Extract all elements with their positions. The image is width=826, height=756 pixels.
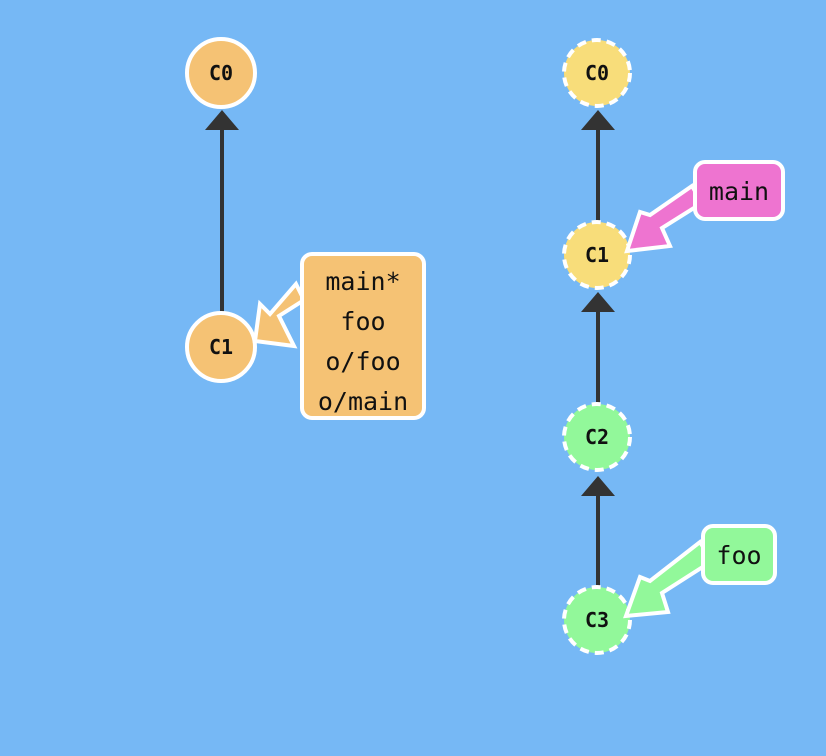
local-commit-c1-label: C1 [209, 335, 233, 359]
local-commit-c1[interactable]: C1 [185, 311, 257, 383]
remote-edge-c3-c2 [581, 476, 615, 586]
remote-commit-c0[interactable]: C0 [562, 38, 632, 108]
remote-commit-c3[interactable]: C3 [562, 585, 632, 655]
branch-label-main-star: main* [325, 267, 400, 296]
remote-branch-main[interactable]: main [693, 160, 785, 221]
remote-edge-c2-c1 [581, 292, 615, 404]
remote-edge-c1-c0 [581, 110, 615, 222]
local-repo: C0 C1 main* foo o/foo o/main [185, 37, 426, 420]
remote-main-pointer-arrow [624, 183, 705, 254]
remote-foo-pointer-arrow [623, 539, 715, 619]
local-branch-tag[interactable]: main* foo o/foo o/main [300, 252, 426, 420]
branch-label-foo: foo [340, 307, 385, 336]
remote-commit-c1-label: C1 [585, 243, 609, 267]
branch-label-o-foo: o/foo [325, 347, 400, 376]
remote-commit-c3-label: C3 [585, 608, 609, 632]
local-commit-c0-label: C0 [209, 61, 233, 85]
remote-commit-c2[interactable]: C2 [562, 402, 632, 472]
remote-commit-c0-label: C0 [585, 61, 609, 85]
local-branch-pointer-arrow [252, 280, 307, 349]
remote-branch-foo[interactable]: foo [701, 524, 777, 585]
remote-repo: C0 C1 C2 C3 main [562, 38, 785, 655]
local-commit-c0[interactable]: C0 [185, 37, 257, 109]
remote-commit-c2-label: C2 [585, 425, 609, 449]
remote-branch-foo-label: foo [716, 541, 761, 570]
local-edge-c1-c0 [205, 110, 239, 312]
remote-commit-c1[interactable]: C1 [562, 220, 632, 290]
remote-branch-main-label: main [709, 177, 769, 206]
branch-label-o-main: o/main [318, 387, 408, 416]
